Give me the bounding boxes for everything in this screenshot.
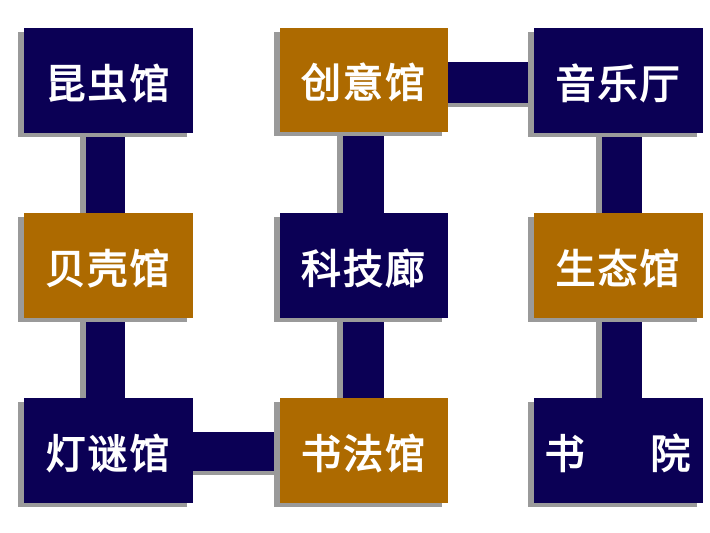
connector-shengtai-shuyuan: [602, 315, 642, 401]
venue-box-shuyuan: 书 院: [534, 398, 703, 503]
connector-chuangyi-yinyue: [446, 62, 536, 103]
venue-label: 音乐厅: [555, 61, 682, 108]
connector-chuangyi-keji: [343, 130, 384, 216]
venue-label: 书法馆: [301, 431, 427, 478]
venue-box-chuangyi: 创意馆: [280, 28, 448, 132]
venue-label: 书 院: [544, 431, 693, 478]
venue-label: 昆虫馆: [45, 61, 172, 108]
venue-label: 科技廊: [301, 246, 427, 293]
venue-label: 生态馆: [555, 246, 682, 293]
venue-box-keji: 科技廊: [280, 213, 448, 318]
venue-box-dengmi: 灯谜馆: [24, 398, 193, 503]
connector-kunchong-beike: [86, 130, 125, 216]
connector-dengmi-shufa: [191, 432, 282, 471]
connector-beike-dengmi: [86, 315, 125, 401]
venue-box-beike: 贝壳馆: [24, 213, 193, 318]
venue-box-shufa: 书法馆: [280, 398, 448, 503]
venue-label: 贝壳馆: [45, 246, 172, 293]
connector-yinyue-shengtai: [602, 130, 642, 216]
venue-label: 创意馆: [301, 61, 427, 107]
venue-label: 灯谜馆: [45, 431, 172, 478]
connector-keji-shufa: [343, 315, 384, 401]
venue-box-shengtai: 生态馆: [534, 213, 703, 318]
venue-box-kunchong: 昆虫馆: [24, 28, 193, 133]
venue-box-yinyue: 音乐厅: [534, 28, 703, 133]
